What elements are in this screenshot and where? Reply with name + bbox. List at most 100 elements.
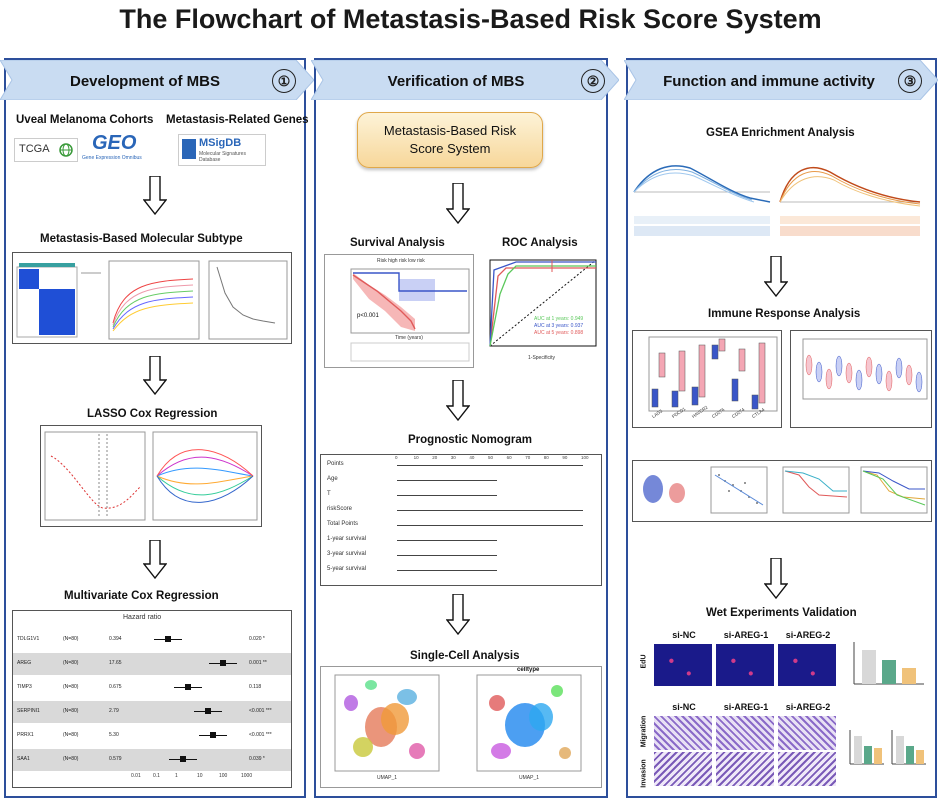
migration-image (716, 716, 774, 750)
roc-xlabel: 1-Specificity (528, 355, 555, 361)
nomogram-row-label: 5-year survival (327, 566, 367, 572)
banner-title: Verification of MBS (387, 73, 525, 90)
violin-mark (825, 368, 833, 390)
forest-gene: SAA1 (17, 756, 30, 762)
immune-box (658, 352, 666, 378)
genes-label: Metastasis-Related Genes (166, 114, 309, 126)
mbs-box-line1: Metastasis-Based Risk (383, 123, 517, 138)
nomogram-row-label: Age (327, 476, 338, 482)
wet-column-label: si-AREG-1 (723, 702, 769, 712)
single-cell-label: Single-Cell Analysis (410, 650, 520, 662)
violin-mark (915, 371, 923, 393)
nomogram-tick: 50 (488, 455, 494, 460)
edu-image (778, 644, 836, 686)
umap-plots (334, 674, 582, 772)
nomogram-row-label: Points (327, 461, 344, 467)
tcga-logo: TCGA (14, 138, 78, 162)
forest-p: 0.020 * (249, 636, 265, 642)
violin-mark (815, 361, 823, 383)
forest-point (205, 708, 211, 714)
km-legend: Risk high risk low risk (377, 258, 425, 264)
nomogram-tick: 20 (432, 455, 438, 460)
down-arrow (764, 558, 788, 600)
wet-column-label: si-AREG-1 (723, 630, 769, 640)
survival-label: Survival Analysis (350, 237, 445, 249)
forest-row: SERPINI1(N=80)2.79<0.001 *** (13, 701, 291, 723)
immune-box (671, 390, 679, 408)
wet-label: Wet Experiments Validation (706, 607, 857, 619)
banner-function: Function and immune activity ③ (624, 60, 938, 100)
banner-shape (311, 60, 619, 100)
immune-box (731, 378, 739, 402)
nomogram-row-label: 1-year survival (327, 536, 367, 542)
down-arrow (143, 540, 167, 580)
forest-n: (N=80) (63, 708, 79, 714)
nomogram-axis-line (397, 510, 583, 511)
violin-mark (905, 364, 913, 386)
forest-hr: 0.675 (109, 684, 122, 690)
down-arrow (446, 183, 470, 225)
forest-axis-tick: 1000 (241, 773, 253, 779)
migration-image (778, 716, 836, 750)
banner-verification: Verification of MBS ② (311, 60, 619, 100)
violin-mark (865, 356, 873, 378)
immune-label: Immune Response Analysis (708, 308, 861, 320)
step-molecular-subtype: Metastasis-Based Molecular Subtype (40, 233, 243, 245)
nomogram-tick: 0 (395, 455, 398, 460)
immune-box (751, 394, 759, 410)
violin-mark (845, 362, 853, 384)
forest-n: (N=80) (63, 636, 79, 642)
globe-icon (59, 143, 73, 157)
nomogram-axis-line (397, 540, 497, 541)
geo-logo-text: GEO (92, 132, 137, 154)
immune-extra-svg (643, 466, 928, 514)
violin-mark (885, 370, 893, 392)
subtype-figure (12, 252, 292, 344)
banner-development: Development of MBS ① (0, 60, 314, 100)
msigdb-icon (182, 139, 196, 159)
gsea-plots (633, 165, 921, 236)
forest-row: PRRX1(N=80)5.30<0.001 *** (13, 725, 291, 747)
msigdb-logo-subtitle: Molecular Signatures Database (199, 151, 246, 163)
nomogram-label: Prognostic Nomogram (408, 434, 532, 446)
forest-title: Hazard ratio (123, 614, 162, 621)
migration-barcharts (849, 730, 926, 765)
nomogram-tick: 80 (543, 455, 549, 460)
wet-column-label: si-NC (672, 630, 696, 640)
forest-axis-tick: 0.01 (131, 773, 141, 779)
down-arrow (446, 380, 470, 422)
nomogram-tick: 100 (581, 455, 589, 460)
step-lasso: LASSO Cox Regression (87, 408, 218, 420)
nomogram-tick: 60 (506, 455, 512, 460)
geo-logo: GEO Gene Expression Omnibus (82, 132, 150, 164)
banner-title: Function and immune activity (663, 73, 875, 90)
gsea-label: GSEA Enrichment Analysis (706, 127, 855, 139)
banner-shape (0, 60, 314, 100)
violin-mark (855, 369, 863, 391)
nomogram-tick: 10 (413, 455, 419, 460)
down-arrow (446, 594, 470, 636)
forest-hr: 17.65 (109, 660, 122, 666)
cohorts-label: Uveal Melanoma Cohorts (16, 114, 154, 126)
nomogram-tick: 40 (469, 455, 475, 460)
violin-mark (875, 363, 883, 385)
nomogram-axis-line (397, 555, 497, 556)
wet-row-label: Invasion (640, 759, 648, 788)
forest-p: 0.118 (249, 684, 262, 690)
immune-box (738, 348, 746, 372)
forest-gene: PRRX1 (17, 732, 34, 738)
violin-mark (835, 355, 843, 377)
forest-point (180, 756, 186, 762)
forest-n: (N=80) (63, 660, 79, 666)
immune-boxplot-svg (648, 336, 778, 412)
gsea-figure (630, 158, 928, 242)
nomogram-axis-line (397, 465, 583, 466)
nomogram-axis-line (397, 525, 583, 526)
nomogram-axis-line (397, 570, 497, 571)
km-pvalue: p<0.001 (357, 313, 379, 319)
